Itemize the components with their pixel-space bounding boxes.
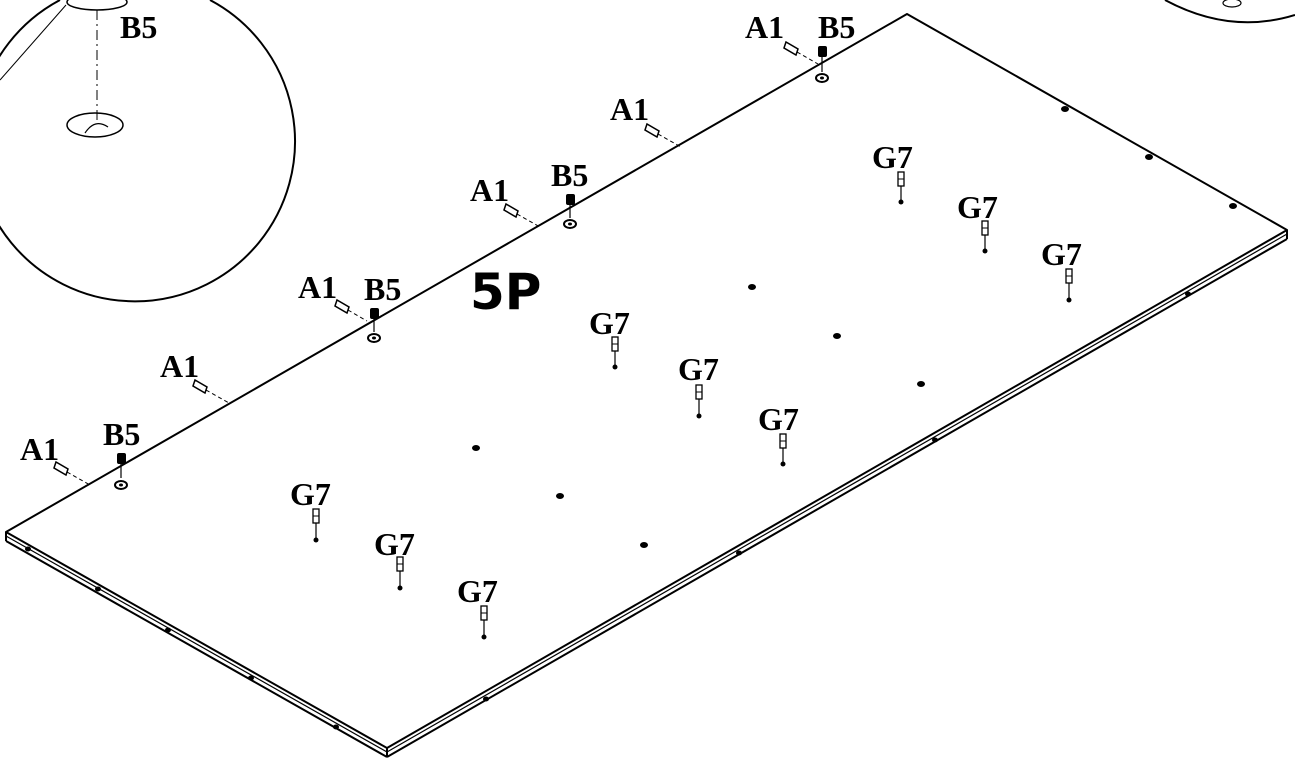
b5-fitting: B5 [103, 416, 140, 490]
panel-5p [5, 13, 1288, 758]
b5-fitting: B5 [364, 271, 401, 343]
a1-label: A1 [470, 172, 509, 208]
detail-label-b5: B5 [120, 9, 157, 45]
g7-label: G7 [589, 305, 630, 341]
b5-fitting: B5 [551, 157, 588, 229]
a1-label: A1 [745, 9, 784, 45]
g7-label: G7 [678, 351, 719, 387]
a1-dowel: A1 [745, 9, 819, 65]
g7-label: G7 [758, 401, 799, 437]
g7-pin: G7 [1041, 236, 1082, 303]
b5-label: B5 [103, 416, 140, 452]
a1-dowel: A1 [20, 431, 91, 486]
a1-dowel: A1 [298, 269, 368, 322]
g7-label: G7 [290, 476, 331, 512]
g7-pin: G7 [872, 139, 913, 205]
a1-label: A1 [610, 91, 649, 127]
a1-dowel: A1 [160, 348, 230, 404]
g7-pin: G7 [457, 573, 498, 640]
b5-label: B5 [818, 9, 855, 45]
part-label-5p: 5P [470, 263, 541, 321]
g7-pin: G7 [589, 305, 630, 370]
g7-pin: G7 [758, 401, 799, 467]
b5-label: B5 [364, 271, 401, 307]
a1-label: A1 [160, 348, 199, 384]
g7-pin: G7 [290, 476, 331, 543]
g7-pin: G7 [374, 526, 415, 591]
detail-callout-right [1164, 0, 1295, 24]
b5-fittings: B5 B5 B5 B5 [103, 9, 855, 490]
a1-label: A1 [20, 431, 59, 467]
detail-callout-left: B5 [0, 0, 296, 303]
surface-holes [472, 106, 1237, 548]
a1-dowel: A1 [610, 91, 682, 148]
a1-label: A1 [298, 269, 337, 305]
g7-label: G7 [457, 573, 498, 609]
g7-label: G7 [374, 526, 415, 562]
g7-pin: G7 [678, 351, 719, 419]
g7-pin: G7 [957, 189, 998, 254]
g7-label: G7 [1041, 236, 1082, 272]
g7-pins: G7 G7 G7 G7 G7 [290, 139, 1082, 640]
g7-label: G7 [872, 139, 913, 175]
a1-dowels: A1 A1 A1 A1 A1 A1 [20, 9, 819, 486]
b5-label: B5 [551, 157, 588, 193]
edge-holes [25, 291, 1191, 730]
g7-label: G7 [957, 189, 998, 225]
b5-fitting: B5 [815, 9, 855, 83]
a1-dowel: A1 [470, 172, 541, 228]
